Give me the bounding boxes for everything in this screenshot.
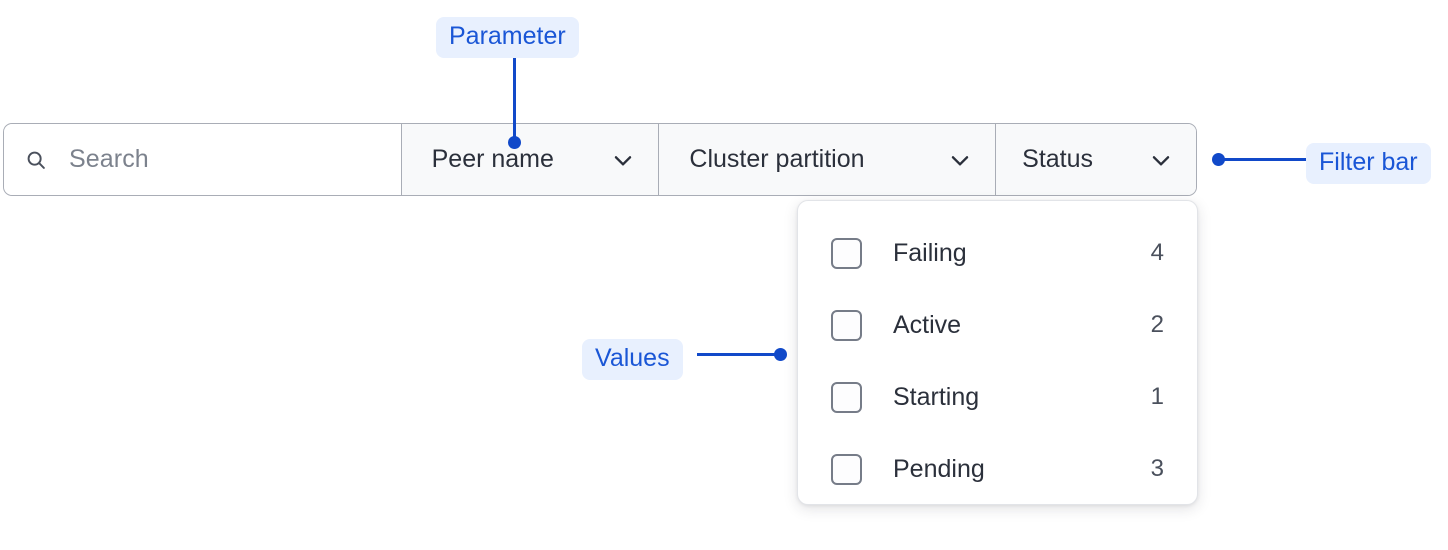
annotation-filter-bar-leader-line: [1224, 158, 1306, 161]
cluster-partition-filter-label: Cluster partition: [689, 145, 865, 173]
checkbox-failing[interactable]: [831, 237, 862, 269]
list-item-count: 2: [1150, 311, 1164, 338]
status-filter-label: Status: [1022, 145, 1094, 173]
peer-name-filter[interactable]: Peer name: [401, 124, 660, 195]
annotation-values-anchor-dot: [774, 348, 787, 361]
annotation-values-label: Values: [582, 339, 683, 380]
list-item-count: 3: [1150, 455, 1164, 482]
list-item[interactable]: Starting 1: [798, 361, 1197, 433]
annotation-filter-bar-label: Filter bar: [1306, 143, 1431, 184]
list-item-label: Active: [893, 310, 962, 339]
chevron-down-icon: [1152, 155, 1170, 166]
chevron-down-icon: [615, 155, 632, 166]
checkbox-starting[interactable]: [831, 381, 862, 413]
annotation-parameter-anchor-dot: [508, 136, 521, 149]
list-item-count: 1: [1150, 383, 1164, 410]
annotation-parameter-label: Parameter: [436, 17, 579, 58]
annotation-values-leader-line: [697, 353, 781, 356]
list-item[interactable]: Pending 3: [798, 433, 1197, 505]
status-filter-dropdown: Failing 4 Active 2 Starting 1 Pending 3: [797, 200, 1198, 505]
list-item[interactable]: Failing 4: [798, 217, 1197, 289]
annotation-filter-bar-anchor-dot: [1212, 153, 1225, 166]
list-item[interactable]: Active 2: [798, 289, 1197, 361]
search-icon: [27, 151, 45, 169]
checkbox-active[interactable]: [831, 309, 862, 341]
chevron-down-icon: [951, 155, 969, 166]
cluster-partition-filter[interactable]: Cluster partition: [659, 124, 997, 195]
checkbox-pending[interactable]: [831, 453, 862, 485]
search-input[interactable]: Search: [4, 124, 402, 195]
list-item-label: Failing: [893, 238, 967, 267]
search-placeholder: Search: [69, 145, 149, 173]
list-item-label: Pending: [893, 454, 985, 483]
annotation-parameter-leader-line: [513, 58, 516, 143]
list-item-label: Starting: [893, 382, 980, 411]
peer-name-filter-label: Peer name: [431, 145, 554, 173]
list-item-count: 4: [1150, 239, 1164, 266]
filter-bar: Search Peer name Cluster partition Statu…: [3, 123, 1197, 196]
status-filter[interactable]: Status: [996, 124, 1196, 195]
